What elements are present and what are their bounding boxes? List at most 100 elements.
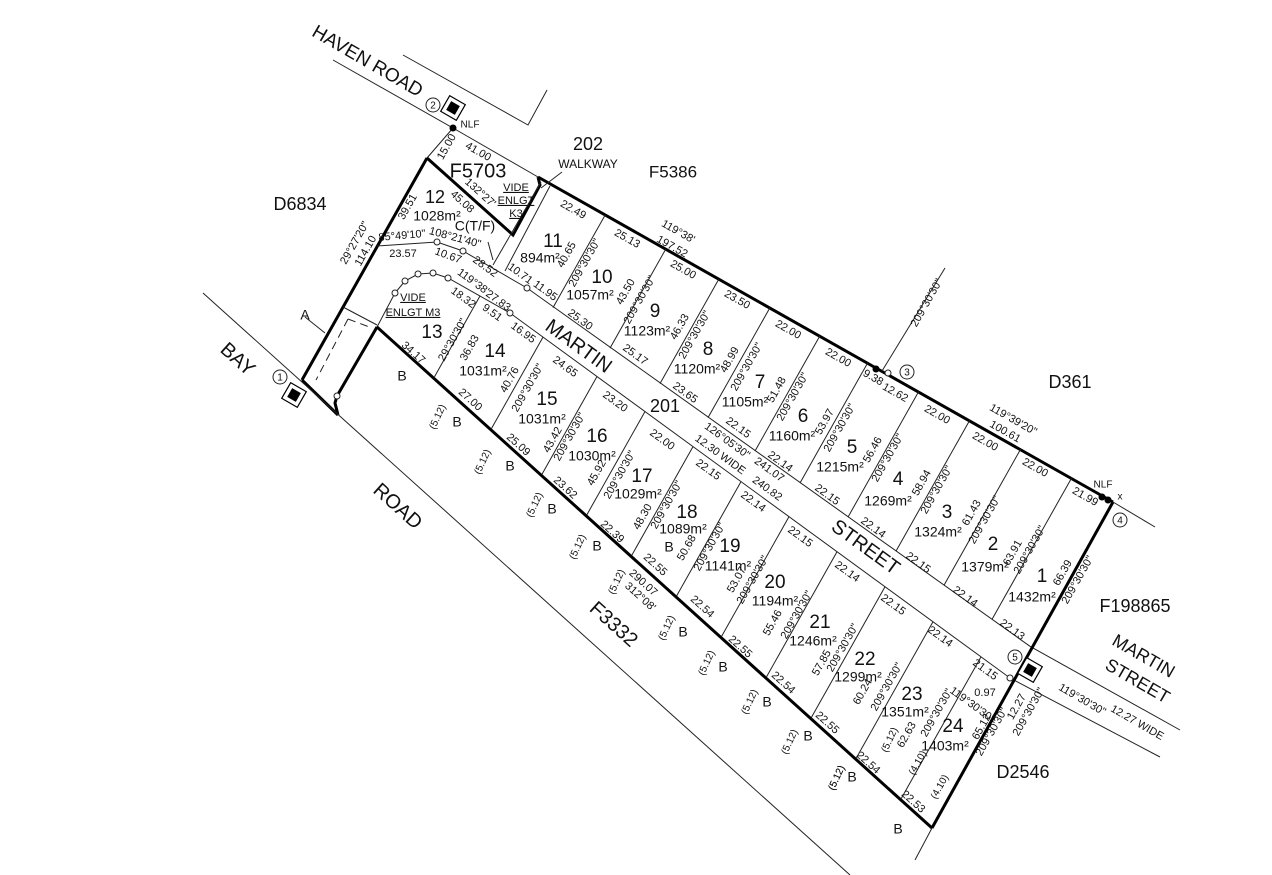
station-circle-icon (1112, 512, 1128, 528)
nlf-dot-icon (872, 365, 880, 373)
title-arrow (487, 241, 494, 261)
title-label: C(T/F) (455, 218, 495, 234)
bearing-label: 209°30'30" (909, 277, 946, 329)
truncation-a-label: A (300, 307, 310, 323)
offset-label: (5.12) (607, 568, 628, 596)
station-number: 5 (1012, 653, 1018, 664)
lot-frontage-street: 22.15 (785, 524, 814, 550)
lot-number: 13 (421, 322, 442, 343)
survey-point-icon (433, 238, 441, 246)
offset-label: (5.12) (740, 688, 761, 716)
lot-boundary-line (631, 446, 694, 556)
lot-frontage-bay: 22.55 (641, 551, 669, 578)
lot-number: 19 (719, 536, 740, 557)
boundary-line (452, 127, 539, 178)
lot-area: 1057m² (566, 287, 614, 303)
survey-point-icon (523, 284, 531, 292)
vide-enlgt-m3: VIDE (400, 292, 426, 304)
lot-boundary-line (721, 516, 790, 637)
lot-area: 1351m² (881, 704, 929, 720)
lot-boundary-line (765, 551, 838, 678)
building-line-label: B (847, 769, 856, 785)
vide-enlgt-m3: ENLGT M3 (386, 307, 441, 319)
lot-frontage-street: 22.14 (950, 584, 979, 610)
lot-area: 1160m² (769, 428, 816, 444)
lot-area: 1030m² (568, 448, 616, 464)
building-line-label: B (452, 414, 461, 430)
lot-13-west-line (376, 292, 396, 328)
road-reserve-number: 201 (650, 396, 680, 416)
lot-area: 1105m² (722, 394, 769, 410)
dimension-label: 0.97 (974, 687, 995, 699)
lot-frontage-street: 16.95 (508, 320, 537, 346)
offset-label: (5.12) (780, 728, 801, 756)
lot-number: 12 (425, 187, 445, 207)
survey-point-icon (391, 289, 399, 297)
offset-label: (5.12) (428, 403, 449, 431)
lot-frontage-rear: 23.50 (722, 288, 752, 312)
offset-label: (5.12) (657, 614, 678, 642)
lot-boundary-line (676, 481, 742, 597)
parcel-d2546: D2546 (996, 762, 1049, 782)
lot-depth: 50.68 (675, 533, 699, 563)
boundary-line (881, 267, 946, 372)
lot-area: 1403m² (921, 738, 969, 754)
nlf-label: NLF (1094, 480, 1113, 491)
boundary-line (914, 827, 933, 861)
lot-frontage-rear: 25.13 (612, 227, 642, 251)
lot-frontage-rear: 22.00 (823, 346, 853, 370)
lot-frontage-bay: 34.17 (399, 339, 427, 366)
parcel-f5386: F5386 (649, 162, 697, 181)
street-bearing: 119°30'30" (1056, 682, 1107, 719)
lot-area: 1120m² (674, 361, 721, 377)
walkway-line (492, 181, 542, 266)
nlf-dot-icon (1104, 496, 1112, 504)
lot-boundary-line (900, 656, 982, 800)
survey-peg-icon (287, 388, 301, 402)
lot-frontage-rear: 22.00 (970, 430, 1000, 454)
lot-frontage-rear: 22.00 (922, 403, 952, 427)
bay-road-line (202, 292, 851, 875)
lot-frontage-street: 22.15 (903, 550, 932, 576)
building-line-label: B (893, 821, 902, 837)
lot-number: 3 (942, 502, 953, 523)
lot-area: 1379m² (961, 559, 1009, 575)
angle-label: 85°49'10" (378, 228, 426, 244)
lot-number: 17 (631, 466, 652, 487)
lot-number: 14 (484, 341, 506, 362)
parcel-d361: D361 (1048, 372, 1091, 392)
boundary-line (426, 127, 454, 159)
survey-point-icon (429, 269, 437, 277)
lot-area: 1194m² (752, 593, 799, 609)
vide-enlgt-k3: ENLGT (498, 195, 535, 207)
lot-number: 21 (809, 612, 830, 633)
lot-depth: 36.83 (458, 333, 482, 363)
lot-area: 1031m² (518, 411, 566, 427)
building-line-label: B (664, 539, 673, 555)
lot-area: 1432m² (1008, 589, 1056, 605)
lot-area: 1246m² (789, 633, 837, 649)
haven-road-line (332, 59, 454, 129)
lot-frontage-rear: 25.00 (668, 258, 698, 282)
station-circle-icon (899, 364, 915, 380)
walkway-label: WALKWAY (558, 157, 618, 171)
lot-boundary-line (754, 335, 821, 452)
lot-13-west-boundary (333, 326, 379, 416)
lot-area: 1324m² (914, 524, 962, 540)
lot-number: 5 (847, 437, 858, 458)
offset-label: (5.12) (525, 491, 546, 519)
lot-number: 6 (798, 406, 809, 427)
building-line-label: B (803, 728, 812, 744)
parcel-d6834: D6834 (273, 194, 326, 214)
walkway-arrow (540, 171, 563, 189)
survey-point-icon (884, 369, 892, 377)
boundary-line (1112, 501, 1156, 528)
lot-frontage-street: 11.95 (531, 278, 560, 303)
truncation-line (342, 306, 378, 326)
building-line-label: B (547, 501, 556, 517)
road-name-bay-road: ROAD (369, 479, 427, 534)
survey-point-icon (444, 274, 452, 282)
lot-area: 1269m² (864, 493, 912, 509)
f5703-boundary (425, 156, 542, 238)
